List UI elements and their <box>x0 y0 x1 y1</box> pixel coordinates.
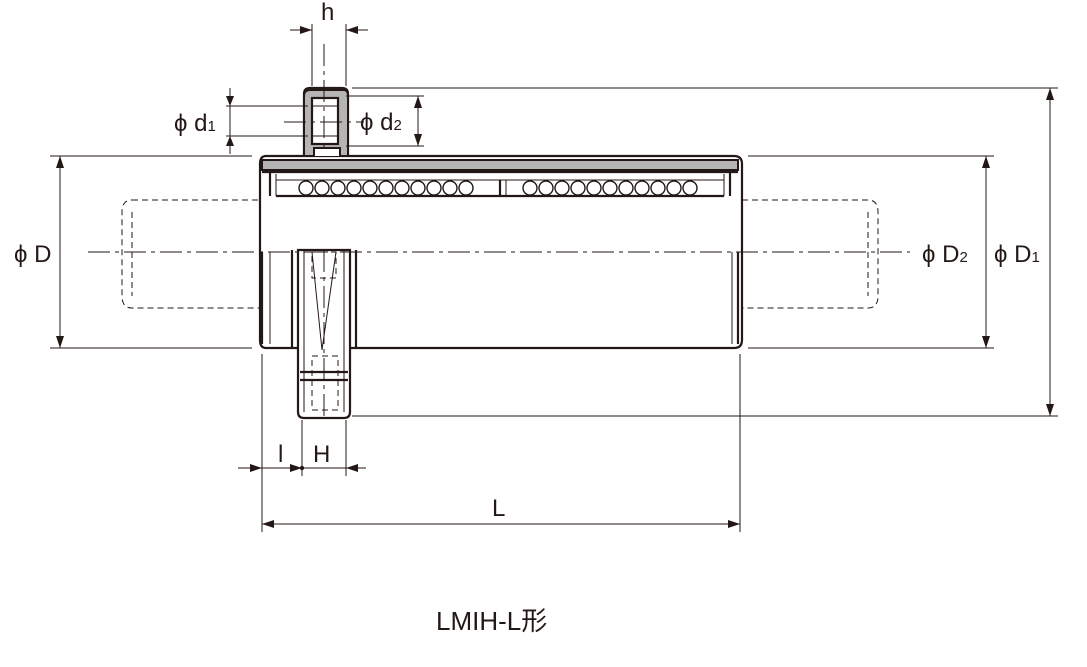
ball <box>314 180 330 196</box>
label-l: l <box>278 441 283 468</box>
label-d1: ϕ d1 <box>174 110 216 137</box>
ball <box>650 180 666 196</box>
label-D: ϕ D <box>14 241 51 268</box>
ball <box>570 180 586 196</box>
dimension-l-H: l H <box>238 354 366 532</box>
label-h: h <box>321 0 334 26</box>
dimension-d2: ϕ d2 <box>346 95 424 147</box>
ball <box>618 180 634 196</box>
dimension-h: h <box>290 0 368 86</box>
label-D1: ϕ D1 <box>994 241 1040 268</box>
ball <box>554 180 570 196</box>
ball <box>330 180 346 196</box>
dimension-D: ϕ D <box>14 155 252 349</box>
ball <box>634 180 650 196</box>
label-D2: ϕ D2 <box>922 241 968 268</box>
ball-row-right <box>522 180 698 196</box>
label-H: H <box>313 441 330 468</box>
centerlines <box>88 44 910 418</box>
label-L: L <box>492 495 505 522</box>
model-caption: LMIH-L形 <box>436 606 547 636</box>
label-d2: ϕ d2 <box>360 109 402 136</box>
ball <box>522 180 538 196</box>
dimension-D1: ϕ D1 <box>352 87 1058 417</box>
shaft-outline <box>121 199 879 309</box>
ball <box>538 180 554 196</box>
ball <box>442 180 458 196</box>
ball <box>378 180 394 196</box>
ball <box>298 180 314 196</box>
ball <box>602 180 618 196</box>
ball <box>426 180 442 196</box>
ball-row-left <box>298 180 474 196</box>
ball <box>410 180 426 196</box>
ball <box>346 180 362 196</box>
dimension-L: L <box>262 354 741 532</box>
ball <box>682 180 698 196</box>
flange-top <box>302 86 350 157</box>
dimension-d1: ϕ d1 <box>174 88 308 154</box>
ball <box>458 180 474 196</box>
ball <box>666 180 682 196</box>
ball <box>586 180 602 196</box>
dimension-D2: ϕ D2 <box>748 155 994 349</box>
ball <box>362 180 378 196</box>
ball <box>394 180 410 196</box>
